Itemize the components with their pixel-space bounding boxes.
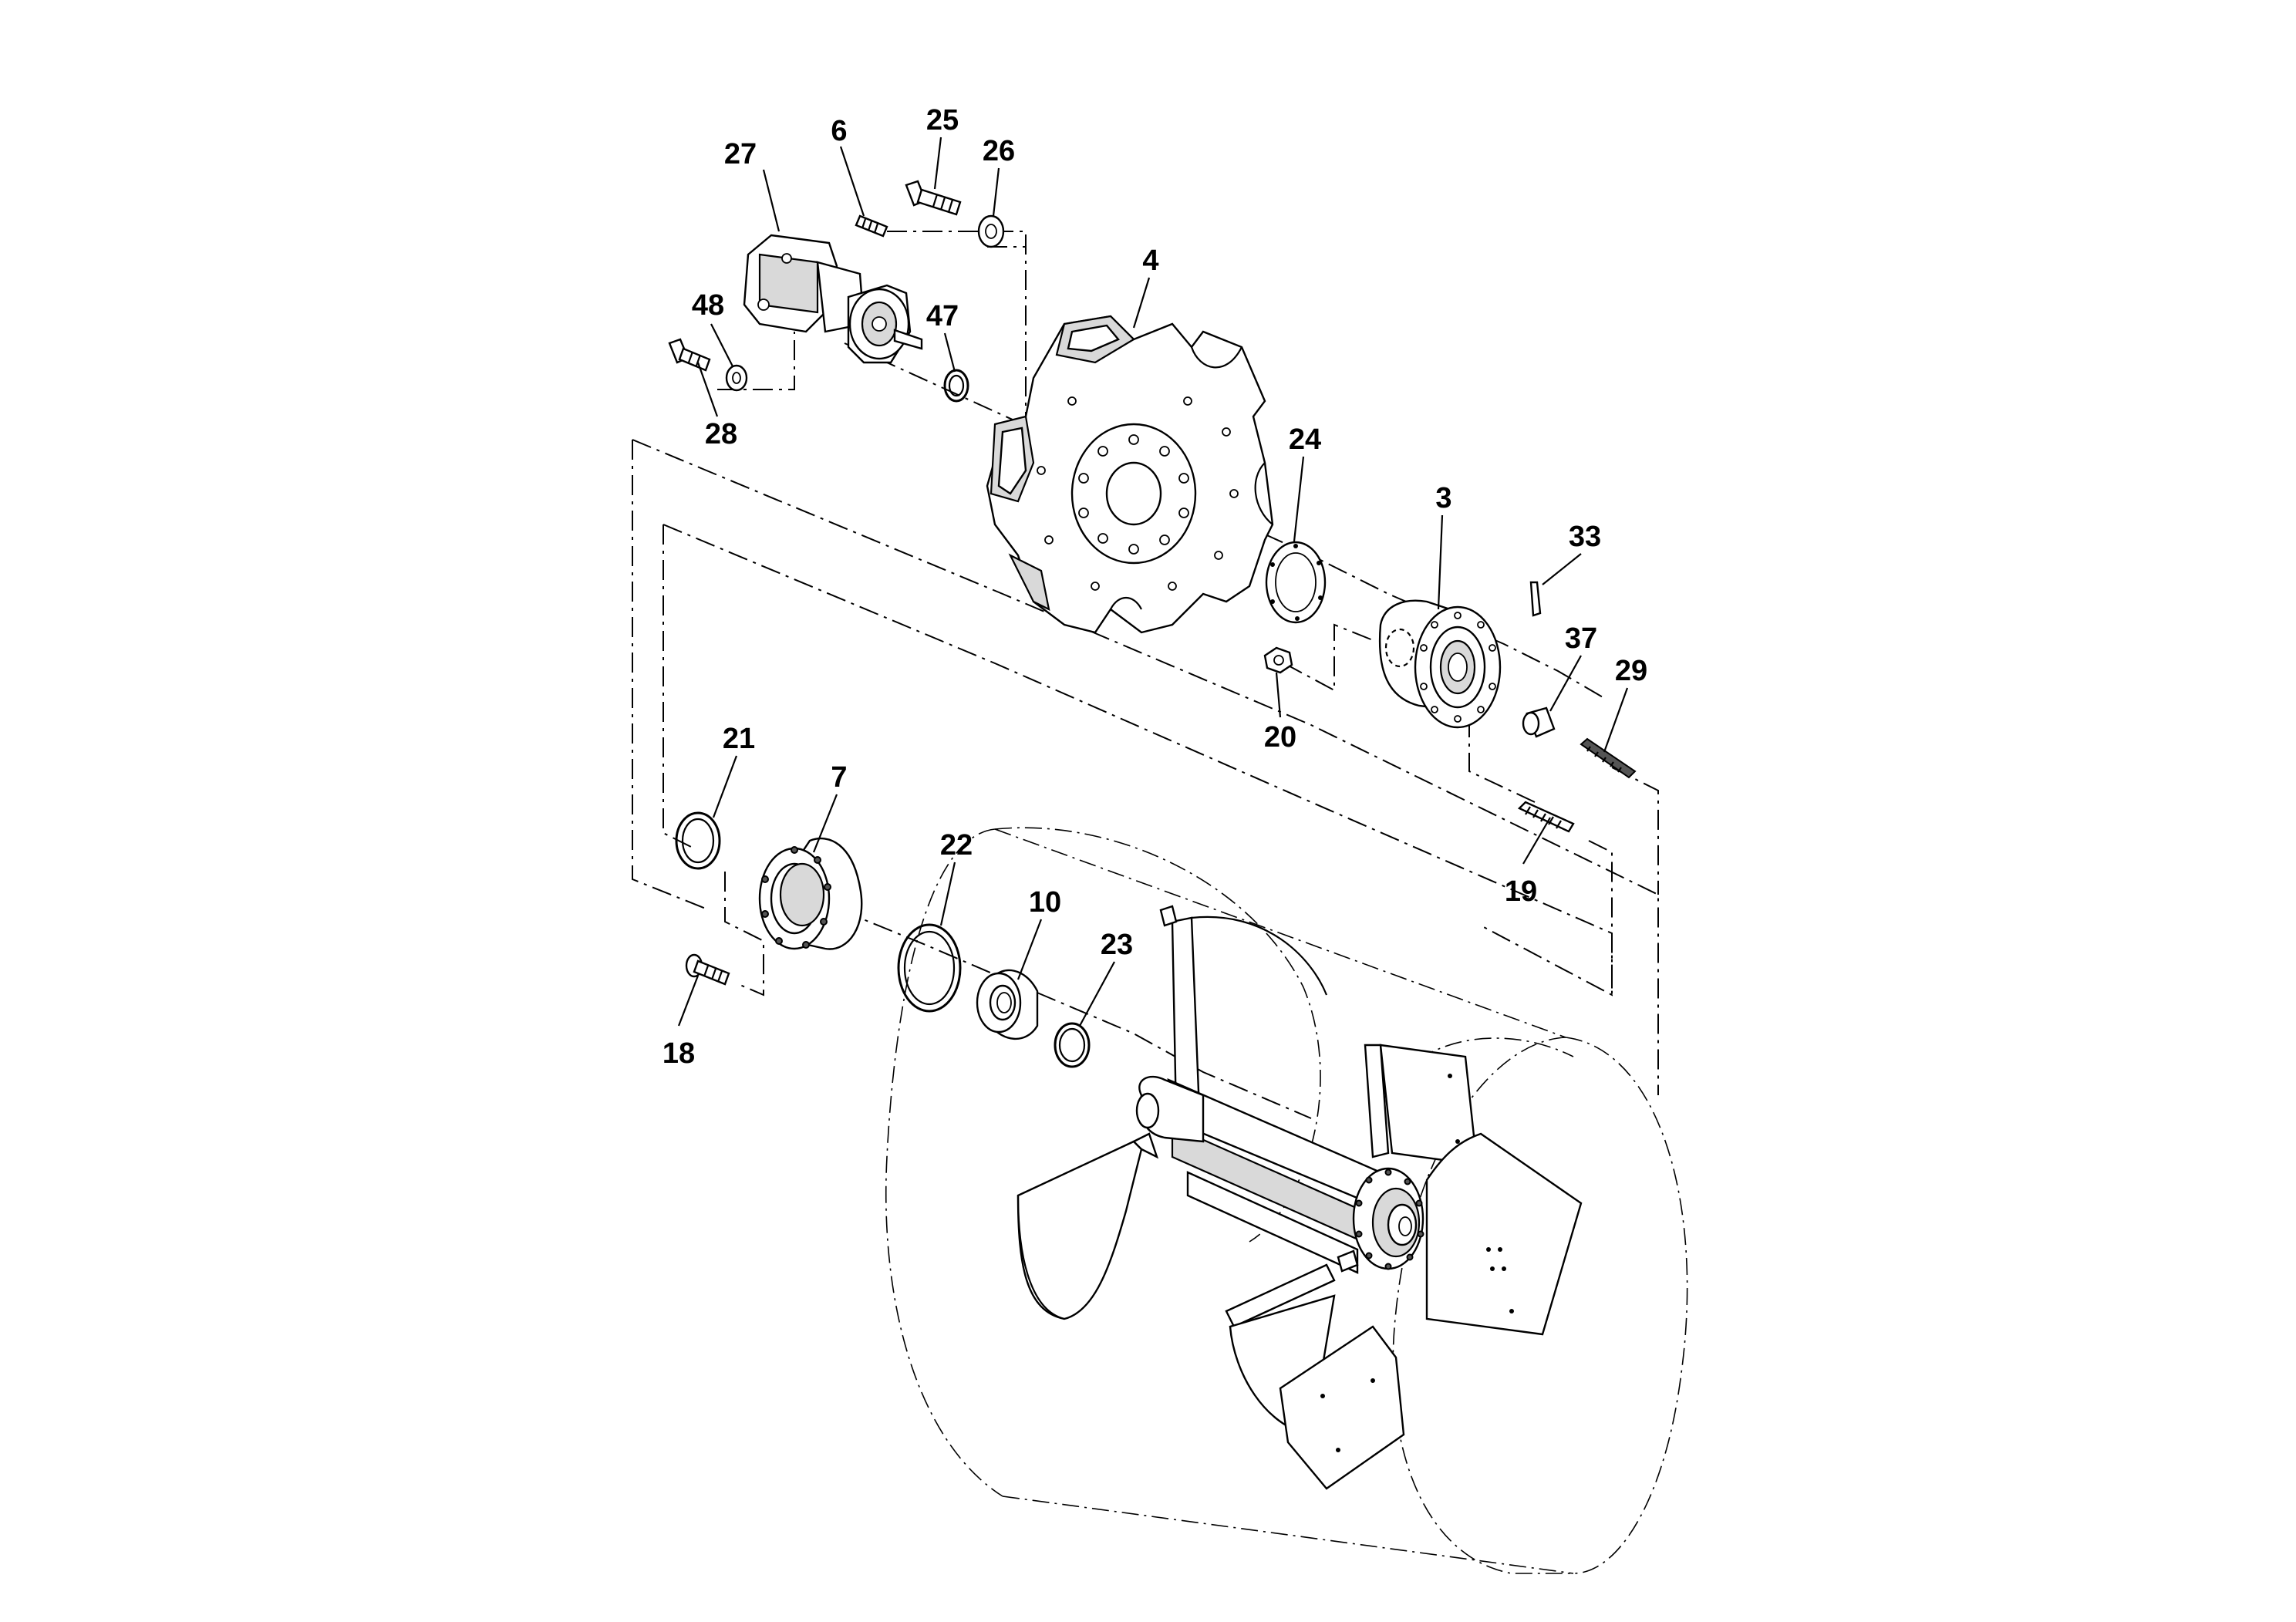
stud-6 [855,214,888,238]
callout-10: 10 [1029,886,1061,919]
callout-20: 20 [1264,721,1296,754]
callout-6: 6 [831,115,847,147]
callout-19: 19 [1505,875,1537,908]
callout-37: 37 [1565,622,1597,655]
threaded-rod-29 [1580,737,1637,779]
callout-7: 7 [831,761,847,794]
callout-29: 29 [1615,655,1647,687]
callout-27: 27 [724,138,757,170]
o-ring-47 [943,369,969,403]
callout-24: 24 [1289,423,1321,456]
o-ring-21 [675,811,721,870]
drive-plate-4 [986,315,1274,634]
callout-22: 22 [940,829,973,862]
bushing-37 [1522,706,1556,738]
callout-25: 25 [926,104,959,137]
plate-bolt-holes [1037,396,1239,591]
ring-22 [897,923,962,1013]
callout-3: 3 [1435,482,1451,514]
gasket-24 [1265,541,1327,624]
callout-18: 18 [663,1037,695,1070]
callout-28: 28 [705,418,737,450]
hub-7 [758,837,863,950]
bearing-10 [976,969,1039,1040]
callout-26: 26 [983,135,1015,167]
bolt-25 [905,180,962,216]
stud-19 [1517,801,1575,833]
callout-4: 4 [1142,244,1158,277]
callout-21: 21 [723,723,755,755]
callout-47: 47 [926,300,959,332]
callout-23: 23 [1101,929,1133,961]
callout-33: 33 [1569,521,1601,553]
snap-ring-23 [1054,1022,1091,1068]
callout-48: 48 [692,289,724,322]
washer-48 [725,364,748,392]
flange-housing-3 [1378,599,1502,729]
bolt-28 [668,338,711,372]
washer-26 [977,214,1005,248]
callout-numbers: 27 6 25 26 4 48 47 28 24 3 33 37 29 20 2… [663,104,1647,1070]
leader-lines [677,137,1629,1027]
nut-20 [1263,646,1293,674]
bolt-18 [685,953,730,986]
hydraulic-motor [743,234,923,364]
pin-33 [1529,581,1542,617]
drum-rotor [1017,905,1583,1490]
